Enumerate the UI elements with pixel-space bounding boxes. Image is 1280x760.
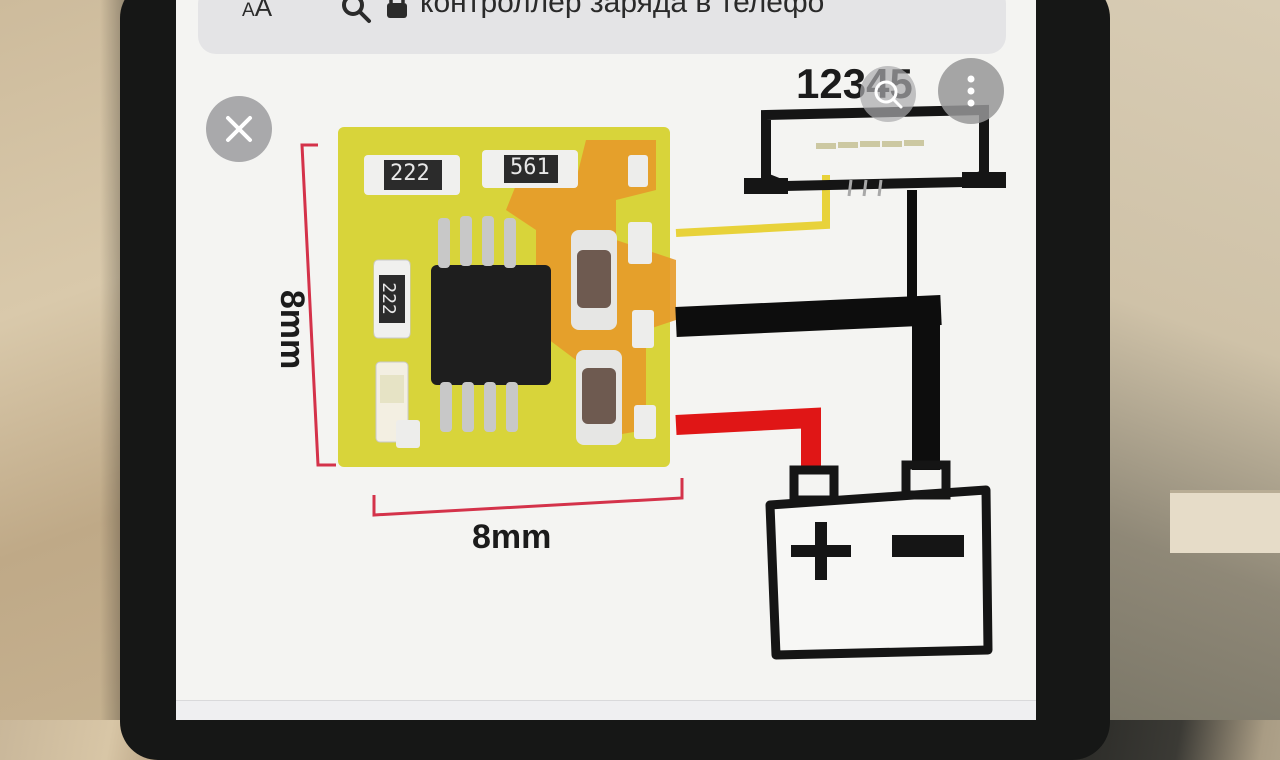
address-bar[interactable]: AA контроллер заряда в телефо xyxy=(198,0,1006,54)
wire-red xyxy=(675,407,821,468)
dimension-bracket-vertical xyxy=(300,143,336,467)
resistor-3-marking: 222 xyxy=(377,282,399,315)
more-icon xyxy=(967,75,975,107)
resistor-2-marking: 561 xyxy=(510,155,550,180)
resistor-2 xyxy=(482,150,578,188)
resistor-1-marking: 222 xyxy=(390,161,430,186)
close-image-button[interactable] xyxy=(206,96,272,162)
cardboard-box-edge xyxy=(1170,490,1280,553)
text-size-button[interactable]: AA xyxy=(242,0,272,23)
url-text[interactable]: контроллер заряда в телефо xyxy=(420,0,825,19)
lock-icon xyxy=(387,0,407,18)
ic-chip xyxy=(431,216,551,432)
wire-black xyxy=(675,190,942,470)
height-dimension-label: 8mm xyxy=(273,289,312,370)
more-options-button[interactable] xyxy=(938,58,1004,124)
bottom-toolbar xyxy=(176,700,1036,720)
circuit-diagram-image xyxy=(300,104,1006,660)
dimension-bracket-horizontal xyxy=(372,478,684,517)
text-size-large-glyph: A xyxy=(254,0,273,22)
resistor-3 xyxy=(374,262,410,336)
battery-symbol xyxy=(765,460,993,660)
capacitor-1 xyxy=(571,230,617,330)
capacitor-2 xyxy=(576,350,622,445)
pcb-board xyxy=(338,127,676,467)
close-icon xyxy=(226,116,252,142)
visual-lookup-button[interactable] xyxy=(860,66,916,122)
width-dimension-label: 8mm xyxy=(472,518,552,556)
resistor-1 xyxy=(364,155,460,195)
text-size-small-glyph: A xyxy=(242,0,255,21)
lookup-icon xyxy=(874,80,903,109)
phone-screen: 222 561 222 8mm 8mm 12345 AA контроллер … xyxy=(176,0,1036,720)
search-icon xyxy=(342,0,371,23)
desk-background-right xyxy=(1080,0,1280,720)
wire-yellow xyxy=(675,175,830,237)
